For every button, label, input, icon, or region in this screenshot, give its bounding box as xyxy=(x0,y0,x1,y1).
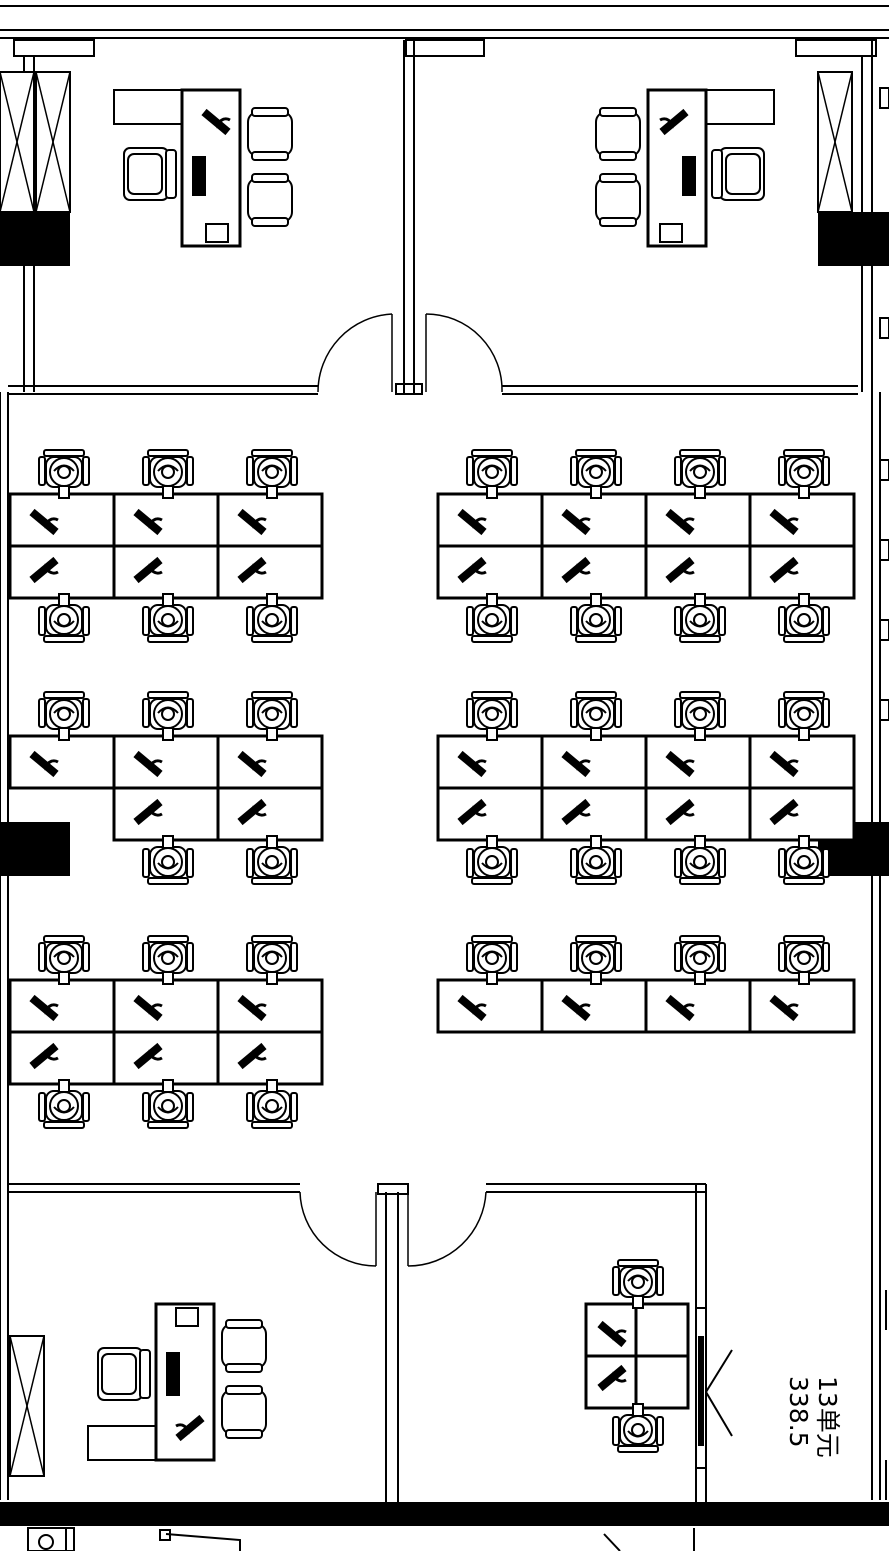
chair-icon xyxy=(142,935,194,985)
right-wall-details xyxy=(879,87,889,721)
desk-icon xyxy=(748,544,856,642)
desk-icon xyxy=(540,935,648,1034)
chair-icon xyxy=(247,594,297,642)
desk-icon xyxy=(436,449,544,548)
chair-icon xyxy=(246,691,298,741)
desk-icon xyxy=(540,449,648,548)
chair-icon xyxy=(143,594,193,642)
desk-icon xyxy=(644,935,752,1034)
chair-icon xyxy=(570,691,622,741)
chair-icon xyxy=(38,449,90,499)
desk-icon xyxy=(216,691,324,790)
desk-icon xyxy=(216,449,324,548)
desk-icon xyxy=(748,935,856,1034)
desk-icon xyxy=(644,449,752,548)
desk-icon xyxy=(8,935,116,1034)
chair-icon xyxy=(38,691,90,741)
chair-icon xyxy=(142,691,194,741)
desk-icon xyxy=(8,1030,116,1128)
desk-icon xyxy=(540,786,648,884)
chair-icon xyxy=(466,449,518,499)
unit-name: 13单元 xyxy=(813,1376,842,1458)
chair-icon xyxy=(674,935,726,985)
chair-icon xyxy=(675,594,725,642)
interior-walls xyxy=(8,40,858,1502)
bottom-details xyxy=(27,1290,887,1551)
desk-icon xyxy=(112,935,220,1034)
desk-icon xyxy=(8,544,116,642)
desk-icon xyxy=(216,935,324,1034)
desk-icon xyxy=(748,691,856,790)
chair-icon xyxy=(142,449,194,499)
desk-icon xyxy=(112,449,220,548)
desk-icon xyxy=(436,786,544,884)
room-bottom-right xyxy=(584,1259,733,1469)
chair-icon xyxy=(143,836,193,884)
desk-icon xyxy=(644,691,752,790)
chair-icon xyxy=(778,691,830,741)
chair-icon xyxy=(246,449,298,499)
desk-icon xyxy=(644,544,752,642)
chair-icon xyxy=(778,449,830,499)
desk-icon xyxy=(8,691,116,790)
desk-icon xyxy=(540,691,648,790)
unit-area: 338.5 xyxy=(784,1376,813,1448)
chair-icon xyxy=(39,594,89,642)
chair-icon xyxy=(467,836,517,884)
chair-icon xyxy=(466,691,518,741)
desk-icon xyxy=(436,691,544,790)
desk-icon xyxy=(436,935,544,1034)
desk-icon xyxy=(8,449,116,548)
unit-label: 13单元 338.5 xyxy=(742,1376,842,1458)
desk-icon xyxy=(112,544,220,642)
desk-icon xyxy=(748,786,856,884)
desk-icon xyxy=(216,786,324,884)
workstation-area xyxy=(8,449,856,1128)
desk-icon xyxy=(216,544,324,642)
desk-icon xyxy=(112,1030,220,1128)
chair-icon xyxy=(466,935,518,985)
desk-icon xyxy=(748,449,856,548)
desk-icon xyxy=(112,691,220,790)
chair-icon xyxy=(674,449,726,499)
chair-icon xyxy=(570,449,622,499)
chair-icon xyxy=(778,935,830,985)
chair-icon xyxy=(143,1080,193,1128)
desk-icon xyxy=(436,544,544,642)
door-icon xyxy=(299,313,503,1267)
desk-icon xyxy=(644,786,752,884)
chair-icon xyxy=(38,935,90,985)
chair-icon xyxy=(674,691,726,741)
desk-icon xyxy=(112,786,220,884)
chair-icon xyxy=(571,836,621,884)
chair-icon xyxy=(247,836,297,884)
column-icon xyxy=(0,212,889,1526)
office-top-left xyxy=(113,88,293,248)
chair-icon xyxy=(467,594,517,642)
desk-icon xyxy=(216,1030,324,1128)
desk-icon xyxy=(540,544,648,642)
office-top-right xyxy=(595,88,775,248)
chair-icon xyxy=(779,594,829,642)
office-bottom-left xyxy=(87,1302,267,1462)
chair-icon xyxy=(246,935,298,985)
chair-icon xyxy=(571,594,621,642)
chair-icon xyxy=(570,935,622,985)
chair-icon xyxy=(247,1080,297,1128)
chair-icon xyxy=(39,1080,89,1128)
chair-icon xyxy=(675,836,725,884)
